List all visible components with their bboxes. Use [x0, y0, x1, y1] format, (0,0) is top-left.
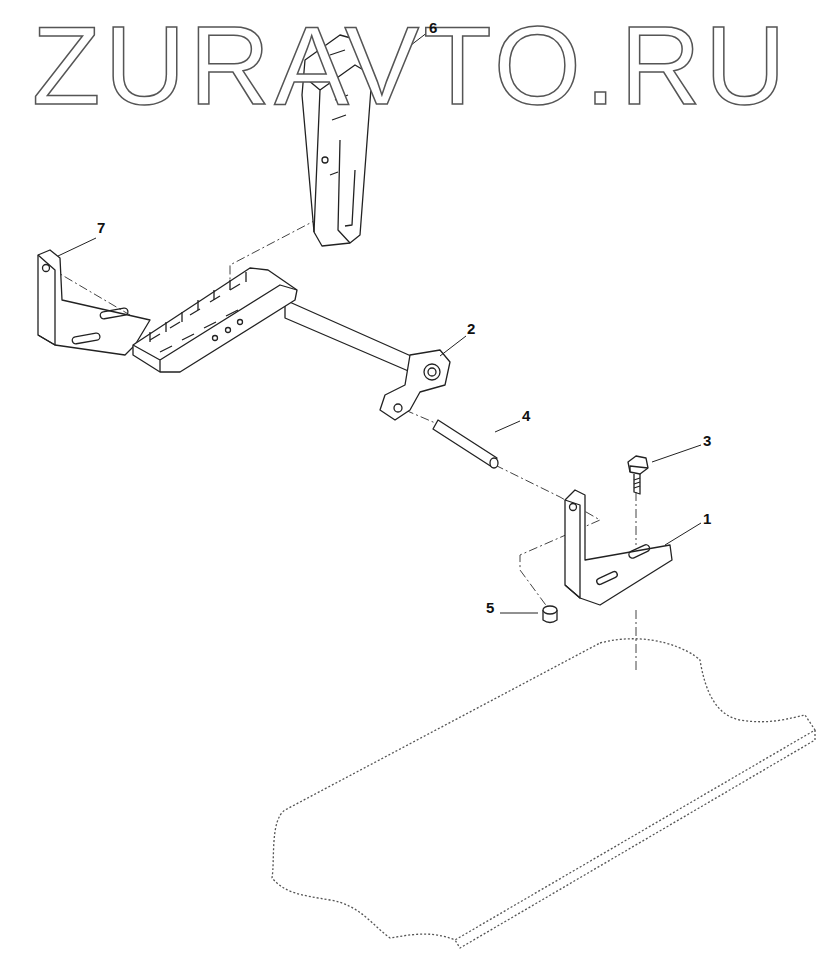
callout-number: 3	[703, 433, 711, 448]
watermark: ZURAVTO.RU	[32, 10, 790, 122]
callout-number: 2	[467, 321, 475, 336]
callout-number: 7	[97, 220, 105, 235]
callout-number: 5	[486, 600, 494, 615]
cap	[543, 606, 557, 623]
bolt	[628, 456, 648, 494]
floor-outline	[272, 639, 815, 940]
pedal-arm	[133, 268, 450, 420]
callout-number: 6	[429, 20, 437, 35]
left-bracket	[38, 250, 150, 355]
right-bracket	[565, 490, 672, 605]
callout-number: 4	[522, 408, 530, 423]
pivot-pin	[433, 420, 498, 468]
guide-lines	[50, 210, 636, 670]
callout-number: 1	[703, 511, 711, 526]
